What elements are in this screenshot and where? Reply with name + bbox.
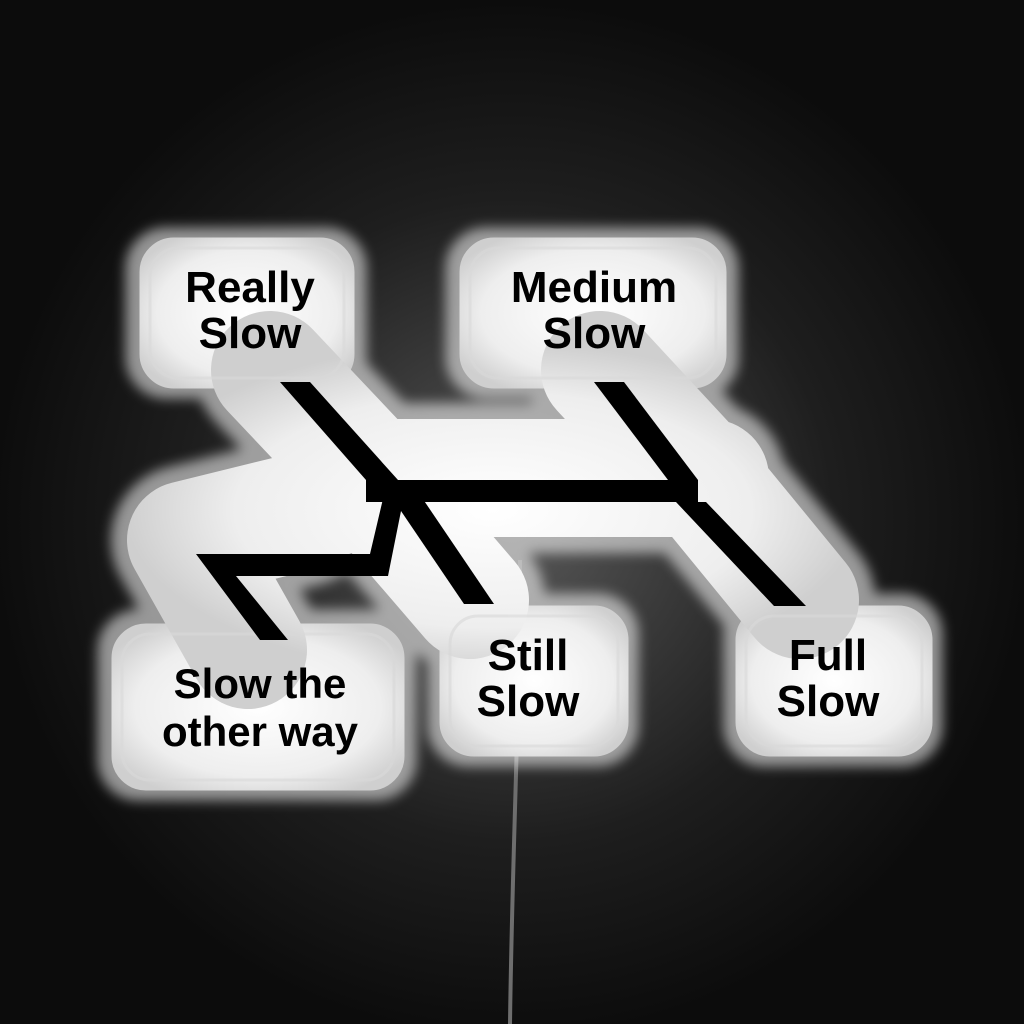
shift-crossbar <box>366 480 698 502</box>
shift-pattern <box>196 382 806 640</box>
label-full-slow-line2: Slow <box>777 677 880 726</box>
label-still-slow-line2: Slow <box>477 677 580 726</box>
label-really-slow-line2: Slow <box>199 309 302 358</box>
label-still-slow-line1: Still <box>488 631 569 680</box>
label-slow-other-way-line1: Slow the <box>174 660 347 707</box>
label-medium-slow-line1: Medium <box>511 263 677 312</box>
label-full-slow-line1: Full <box>789 631 867 680</box>
shift-line-full-slow <box>676 502 806 606</box>
sticker-body <box>111 237 933 791</box>
shift-line-really-slow <box>280 382 398 480</box>
shift-line-still-slow <box>380 480 494 604</box>
label-medium-slow-line2: Slow <box>543 309 646 358</box>
shift-line-medium-slow <box>594 382 698 480</box>
label-slow-other-way-line2: other way <box>162 708 359 755</box>
label-really-slow-line1: Really <box>185 263 315 312</box>
shift-line-slow-other-way <box>196 486 406 640</box>
